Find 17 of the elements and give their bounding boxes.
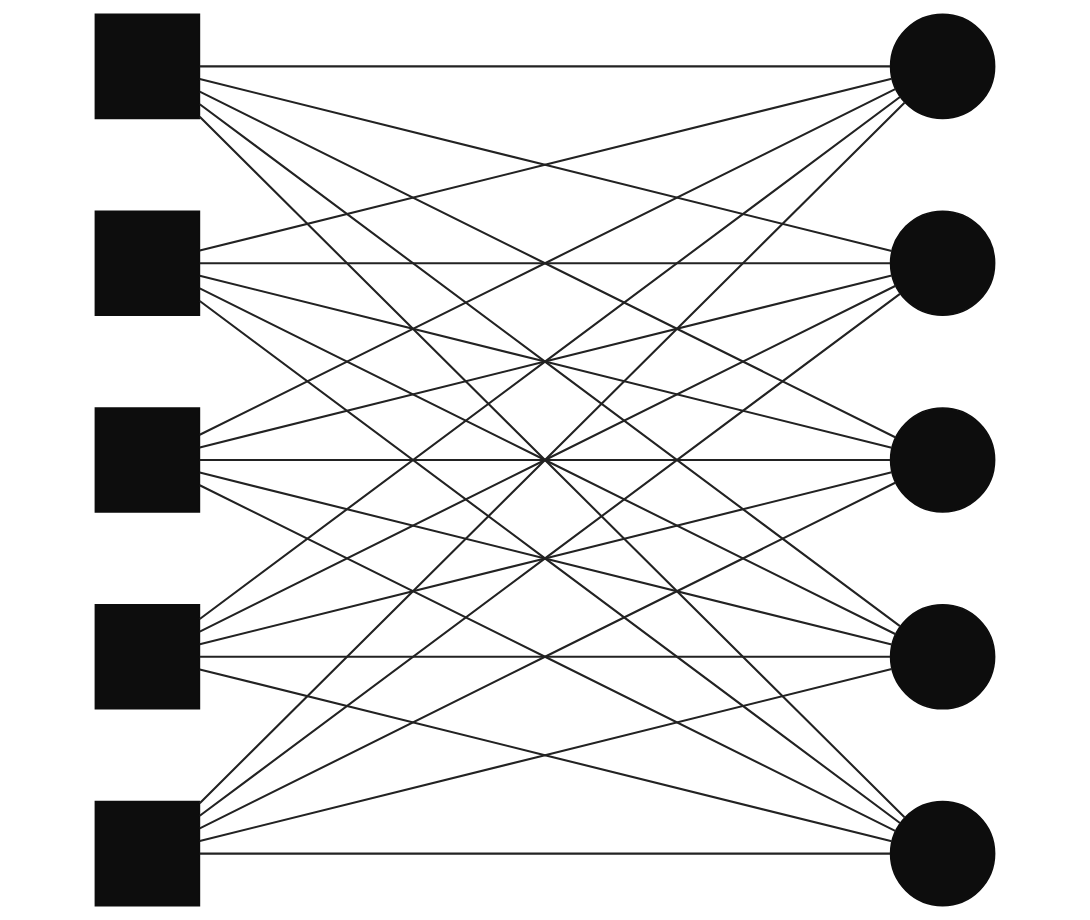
- node-box: [94, 13, 201, 120]
- connector: [199, 852, 891, 855]
- node-box: [94, 210, 201, 316]
- node-box: [94, 800, 201, 907]
- node-box: [94, 604, 201, 710]
- node-circle: [889, 407, 996, 513]
- connector: [199, 655, 891, 658]
- connector: [199, 471, 892, 646]
- node-circle: [889, 800, 996, 907]
- node-circle: [889, 604, 996, 710]
- connector: [199, 274, 892, 449]
- node-box: [94, 407, 201, 513]
- connector: [199, 458, 891, 462]
- connector: [199, 65, 891, 68]
- node-circle: [889, 210, 996, 316]
- connector: [199, 262, 891, 265]
- node-circle: [889, 13, 996, 120]
